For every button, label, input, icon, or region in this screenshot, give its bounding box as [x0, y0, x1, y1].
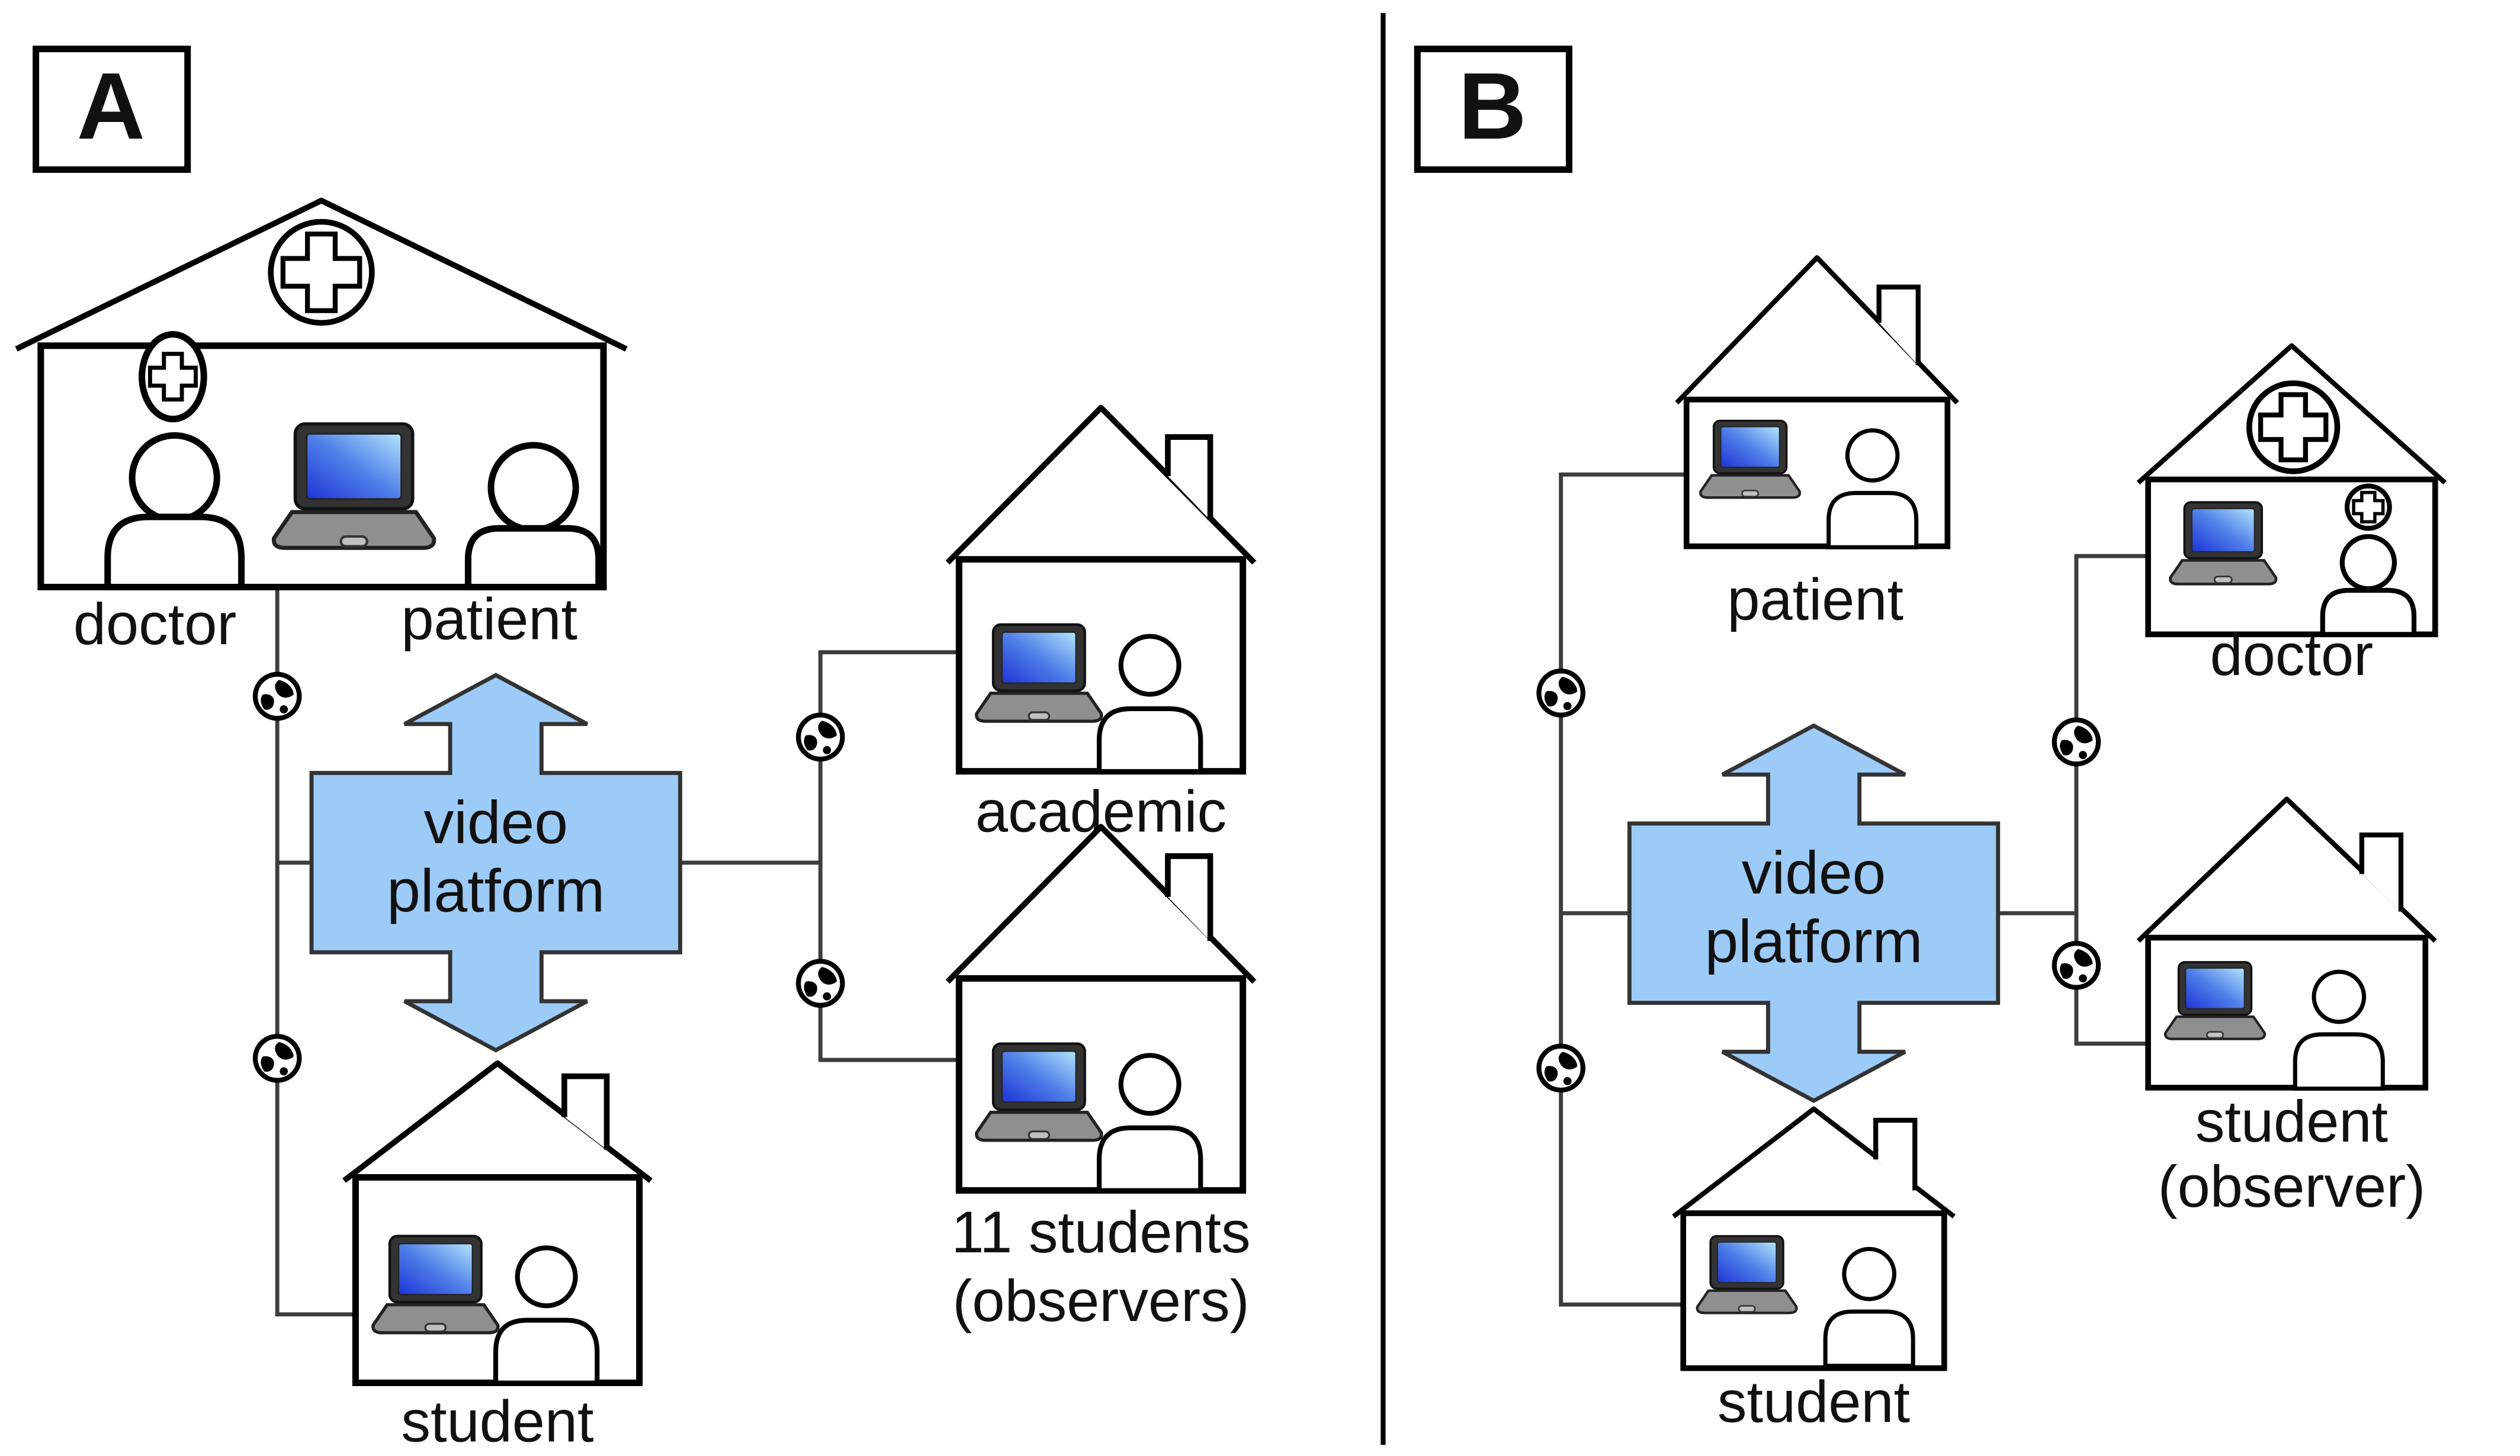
- laptop-icon: [977, 625, 1102, 721]
- doctor-cross-badge-icon: [2344, 483, 2392, 531]
- internet-globe-icon: [1539, 1046, 1582, 1090]
- patient-house: [1675, 255, 1959, 547]
- internet-globe-icon: [2054, 720, 2098, 764]
- medical-cross-icon: [2246, 380, 2341, 474]
- patient-label: patient: [1727, 567, 1903, 633]
- academic-house: [945, 404, 1257, 775]
- patient-figure: [464, 442, 602, 590]
- chimney: [1165, 853, 1214, 941]
- internet-globe-icon: [2054, 943, 2098, 987]
- doctor-figure: [104, 331, 245, 590]
- connection-line: [818, 650, 959, 1062]
- doctor-label: doctor: [73, 592, 237, 657]
- medical-cross-icon: [268, 218, 375, 326]
- chimney: [561, 1073, 610, 1150]
- chimney: [2359, 832, 2404, 912]
- doctor-head: [2339, 533, 2397, 592]
- laptop-icon: [373, 1236, 498, 1333]
- hospital-roof: [15, 197, 628, 352]
- doctor-head: [129, 432, 220, 524]
- internet-globe-icon: [798, 715, 842, 759]
- student-house: [1672, 1106, 1956, 1371]
- patient-body: [464, 525, 602, 590]
- doctor-label: doctor: [2210, 622, 2374, 688]
- patient-head: [487, 442, 579, 533]
- video-platform-label-line2: platform: [387, 857, 605, 925]
- laptop-icon: [2165, 962, 2265, 1039]
- video-platform-arrows-icon: [1627, 723, 2001, 1103]
- internet-globe-icon: [1539, 671, 1582, 715]
- student-label: student: [1718, 1370, 1910, 1435]
- doctor-cross-badge-icon: [139, 331, 207, 423]
- panel-a-tag-box: [33, 46, 191, 173]
- chimney: [1873, 1117, 1918, 1191]
- video-platform-arrows-icon: [309, 673, 682, 1053]
- laptop-icon: [2170, 502, 2276, 584]
- video-platform-label-line1: video: [423, 789, 568, 856]
- internet-globe-icon: [255, 674, 299, 718]
- panel-b-tag-box: [1414, 46, 1572, 173]
- doctor-body: [2320, 587, 2417, 637]
- laptop-icon: [274, 424, 434, 548]
- panel-a: A: [15, 46, 1257, 1455]
- laptop-icon: [1700, 421, 1800, 498]
- internet-globe-icon: [255, 1036, 299, 1080]
- video-platform-label-line1: video: [1742, 839, 1886, 907]
- doctor-figure: [2320, 483, 2417, 637]
- students-label-line2: (observers): [952, 1268, 1249, 1334]
- student-house: [342, 1060, 653, 1386]
- internet-globe-icon: [798, 962, 842, 1005]
- house-roof: [2136, 343, 2447, 485]
- observer-house: [2136, 796, 2437, 1088]
- panel-b-tag: B: [1458, 53, 1526, 159]
- panel-a-tag: A: [77, 53, 145, 159]
- observer-label-line2: (observer): [2158, 1154, 2426, 1220]
- doctor-body: [104, 513, 245, 590]
- doctor-house: [2136, 343, 2447, 638]
- laptop-icon: [1697, 1236, 1797, 1313]
- observer-label-line1: student: [2195, 1089, 2388, 1155]
- connection-line: [2074, 554, 2149, 1046]
- students-house: [945, 824, 1257, 1194]
- video-platform-label-line2: platform: [1704, 908, 1922, 975]
- patient-label: patient: [401, 587, 577, 653]
- academic-label: academic: [975, 779, 1227, 845]
- student-label: student: [401, 1389, 593, 1455]
- students-label-line1: 11 students: [951, 1200, 1250, 1265]
- chimney: [1165, 434, 1214, 520]
- connection-line: [1559, 472, 1687, 1307]
- connection-line: [275, 587, 356, 1317]
- laptop-icon: [977, 1044, 1102, 1140]
- panel-b: B patient video platform: [1414, 46, 2447, 1435]
- video-platform: video platform: [309, 673, 682, 1053]
- chimney: [1876, 284, 1921, 365]
- hospital: [15, 197, 628, 590]
- video-platform: video platform: [1627, 723, 2001, 1103]
